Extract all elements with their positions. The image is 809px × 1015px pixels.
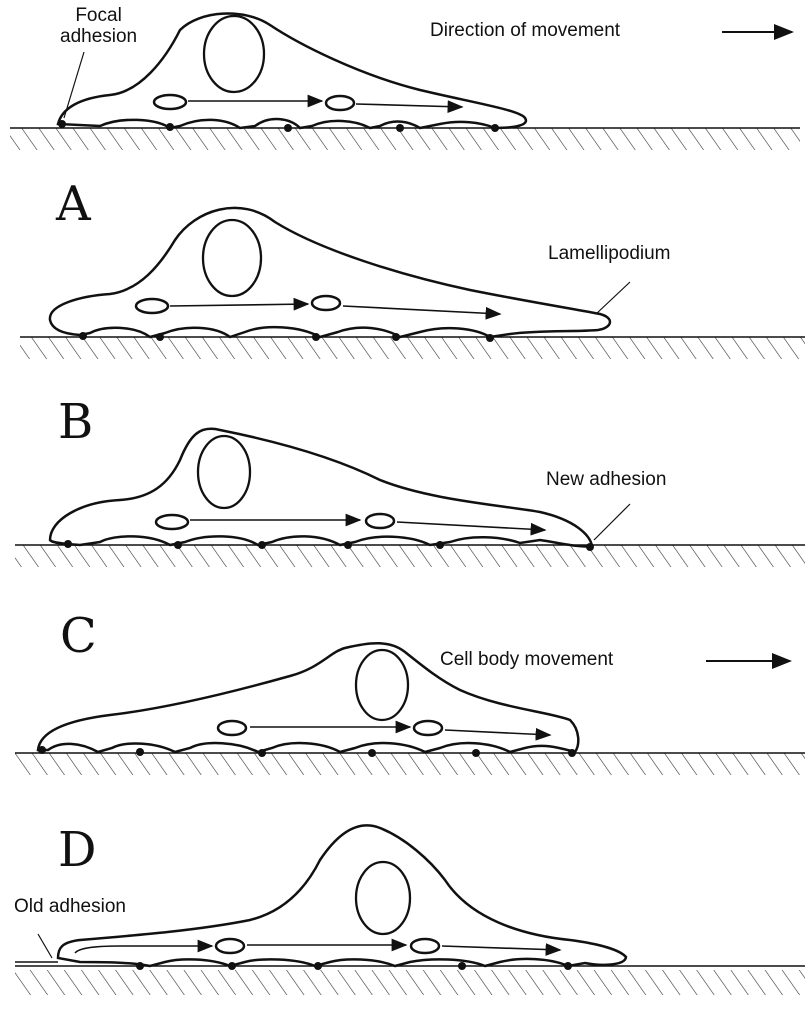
step-label-c: C: [60, 612, 97, 660]
adhesion-point: [314, 962, 322, 970]
lamellipodium-label: Lamellipodium: [548, 244, 671, 265]
adhesion-point: [472, 749, 480, 757]
cell-body-movement-label: Cell body movement: [440, 650, 613, 671]
adhesion-point: [284, 124, 292, 132]
adhesion-point: [136, 748, 144, 756]
nucleus: [198, 436, 250, 508]
adhesion-point: [486, 334, 494, 342]
adhesion-point: [174, 541, 182, 549]
adhesion-point: [586, 543, 594, 551]
panel-a: [20, 208, 805, 359]
transport-arrow: [356, 104, 462, 107]
adhesion-point: [458, 962, 466, 970]
organelle: [312, 296, 340, 310]
new-adhesion-pointer: [594, 504, 630, 540]
panel-b: [15, 429, 805, 567]
transport-arrow: [75, 946, 212, 953]
adhesion-point: [436, 541, 444, 549]
adhesion-point: [64, 540, 72, 548]
adhesion-point: [258, 541, 266, 549]
adhesion-point: [392, 333, 400, 341]
nucleus: [356, 862, 410, 934]
substrate-hatch: [15, 753, 805, 775]
new-adhesion-label: New adhesion: [546, 470, 666, 491]
organelle: [366, 514, 394, 528]
organelle: [218, 721, 246, 735]
adhesion-point: [368, 749, 376, 757]
organelle: [156, 515, 188, 529]
organelle: [411, 939, 439, 953]
adhesion-point: [228, 962, 236, 970]
cell-outline: [50, 208, 610, 337]
old-adhesion-leader: [38, 934, 52, 958]
substrate-hatch: [15, 545, 805, 567]
transport-arrow: [343, 306, 500, 314]
adhesion-point: [258, 749, 266, 757]
adhesion-point: [312, 333, 320, 341]
adhesion-point: [58, 120, 66, 128]
organelle: [414, 721, 442, 735]
adhesion-point: [156, 333, 164, 341]
organelle: [326, 96, 354, 110]
step-label-d: D: [58, 826, 96, 874]
adhesion-point: [344, 541, 352, 549]
transport-arrow: [397, 522, 545, 530]
step-label-a: A: [56, 180, 91, 228]
direction-of-movement-label: Direction of movement: [430, 21, 620, 42]
adhesion-point: [396, 124, 404, 132]
adhesion-point: [38, 746, 46, 754]
transport-arrow: [442, 946, 560, 950]
adhesion-point: [568, 749, 576, 757]
substrate-hatch: [20, 337, 805, 359]
organelle: [136, 299, 168, 313]
adhesion-point: [166, 123, 174, 131]
lamellipodium-pointer: [596, 282, 630, 314]
adhesion-point: [491, 124, 499, 132]
focal-adhesion-label: Focal adhesion: [60, 6, 137, 48]
panel-c: [15, 643, 805, 775]
substrate-hatch: [10, 128, 800, 150]
adhesion-point: [79, 332, 87, 340]
panel-d: [15, 825, 805, 995]
adhesion-point: [564, 962, 572, 970]
transport-arrow: [170, 304, 308, 306]
organelle: [154, 95, 186, 109]
transport-arrow: [445, 730, 550, 735]
nucleus: [204, 16, 264, 92]
nucleus: [203, 220, 261, 296]
organelle: [216, 939, 244, 953]
adhesion-point: [136, 962, 144, 970]
old-adhesion-label: Old adhesion: [14, 897, 126, 918]
substrate-hatch: [15, 970, 805, 995]
focal-adhesion-pointer: [64, 52, 84, 118]
step-label-b: B: [58, 398, 93, 446]
nucleus: [356, 650, 408, 720]
